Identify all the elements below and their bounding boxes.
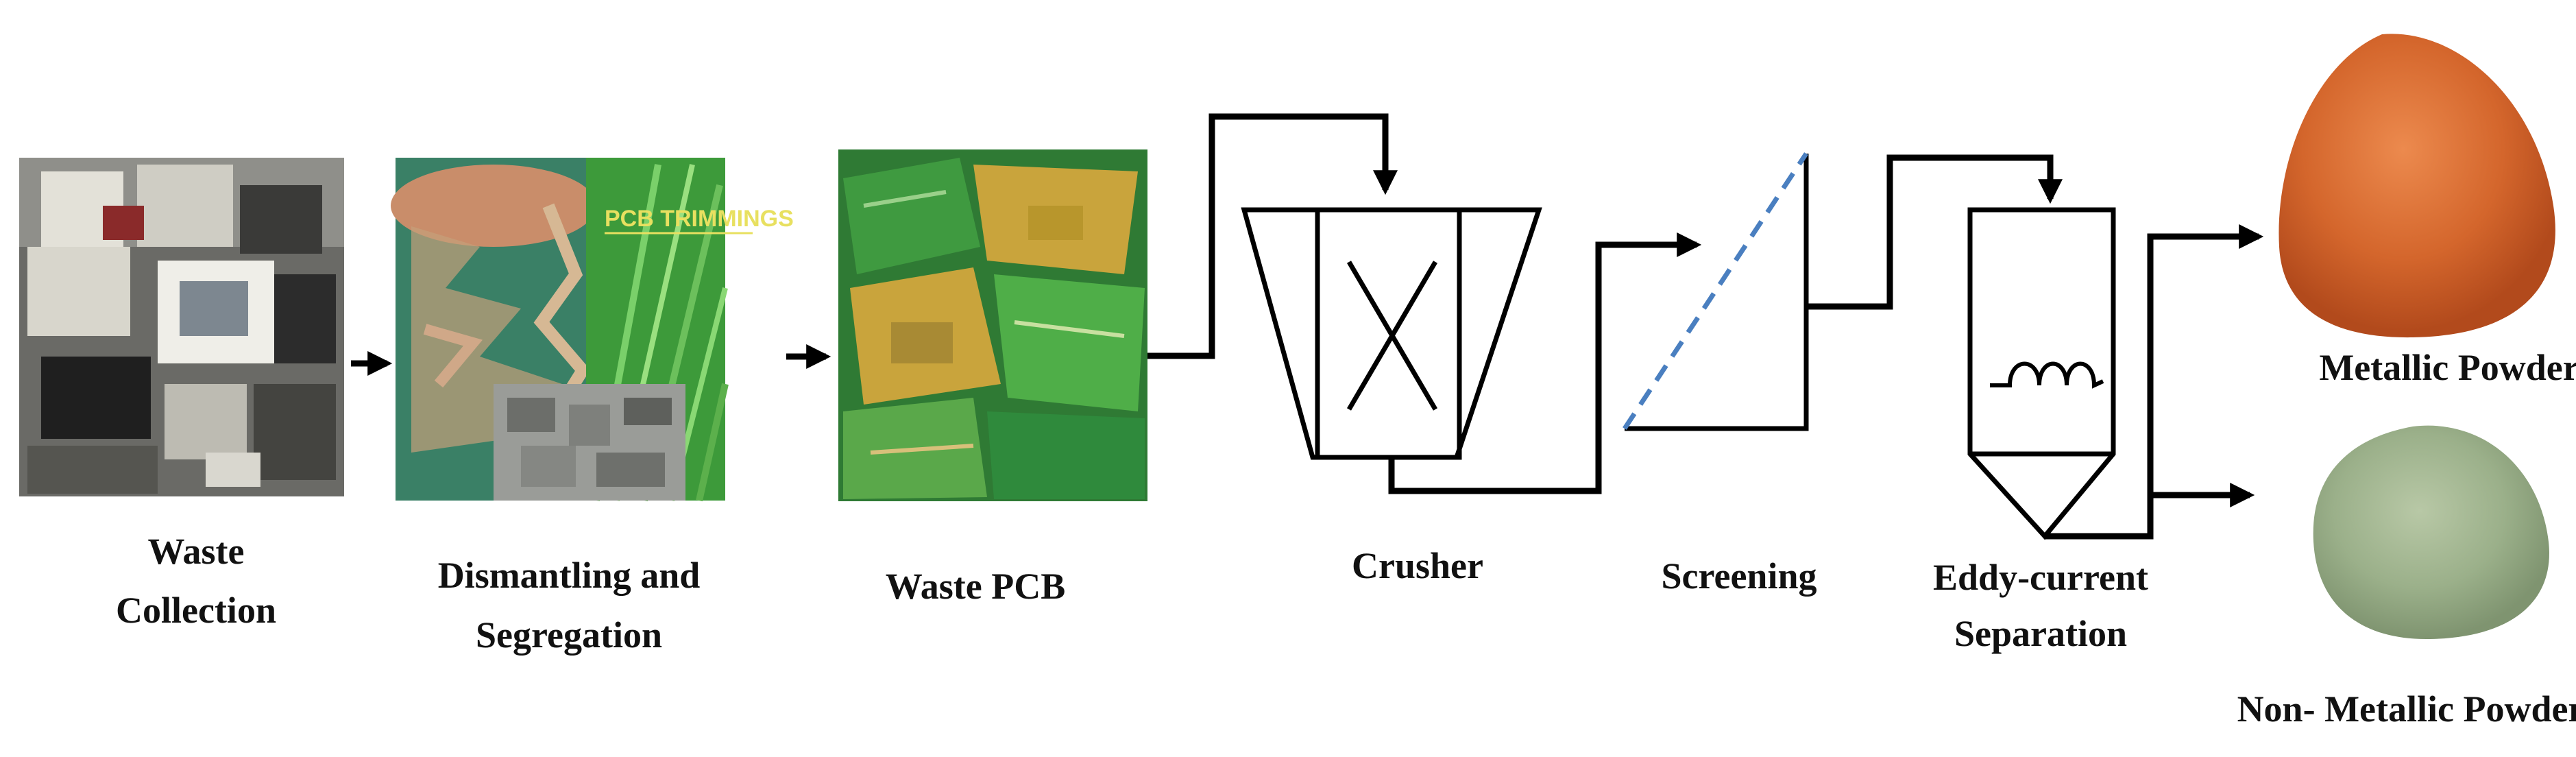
magnetic-coil-icon [1990,361,2104,389]
crusher-chamber [1315,207,1462,460]
crusher-label: Crusher [1352,545,1483,586]
arrow-eddy-to-metallic [2045,224,2264,540]
screen-mesh [1623,152,1808,430]
waste-collection-label-line2: Collection [116,590,276,631]
screen-frame [1625,154,1809,431]
eddy-label-line1: Eddy-current [1933,557,2148,598]
screening-unit [1623,152,1809,431]
waste-pcb-label: Waste PCB [886,566,1066,607]
metallic-powder-label: Metallic Powder [2319,347,2576,388]
eddy-label-line2: Separation [1954,613,2127,654]
arrow-pcb-to-crusher [1147,113,1398,359]
screening-label: Screening [1662,555,1817,597]
dismantling-label-line2: Segregation [476,614,662,656]
non-metallic-powder-image [2313,425,2549,640]
dismantling-label-line1: Dismantling and [438,555,701,596]
eddy-current-separator [1967,207,2116,540]
separator-body [1967,207,2116,540]
waste-pcb-photo [838,149,1147,501]
waste-collection-label-line1: Waste [148,531,245,572]
dismantling-photo: PCB TRIMMINGS [391,158,794,502]
arrow-screening-to-eddy [1806,154,2063,310]
waste-collection-photo [19,158,344,496]
crusher-blade-2 [1346,261,1438,411]
pcb-trimmings-caption: PCB TRIMMINGS [605,206,794,232]
crusher-unit [1241,207,1542,460]
non-metallic-powder-label: Non- Metallic Powder [2237,688,2576,730]
metallic-powder-image [2279,34,2555,338]
flow-lines [351,113,2264,540]
arrow-crusher-to-screening [1388,232,1702,494]
